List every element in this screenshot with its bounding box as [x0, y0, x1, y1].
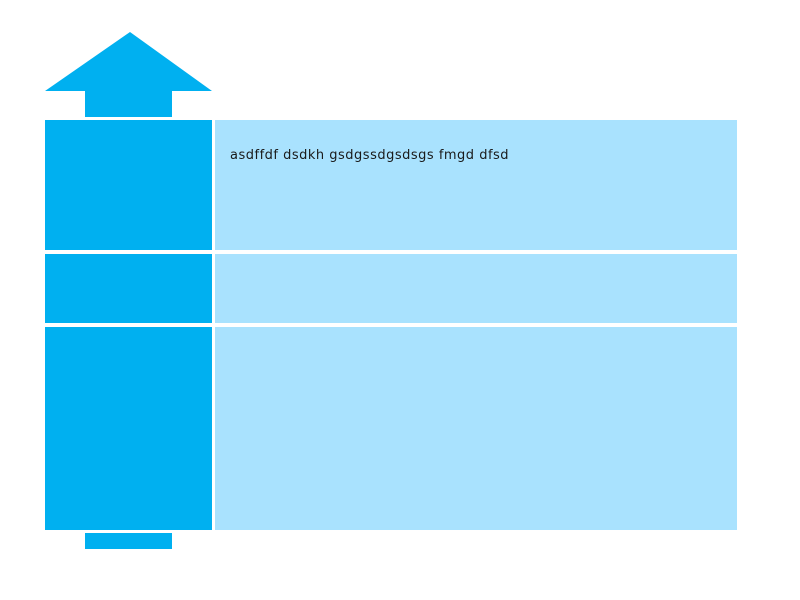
row-1-left-block	[45, 120, 212, 250]
row-2-content-block	[215, 254, 737, 323]
bottom-tail-bar	[85, 533, 172, 549]
row-1-content-block: asdffdf dsdkh gsdgssdgsdsgs fmgd dfsd	[215, 120, 737, 250]
row-3-left-block	[45, 327, 212, 530]
row-1-text: asdffdf dsdkh gsdgssdgsdsgs fmgd dfsd	[230, 148, 510, 163]
row-3-content-block	[215, 327, 737, 530]
arrow-head	[45, 32, 212, 117]
row-2-left-block	[45, 254, 212, 323]
